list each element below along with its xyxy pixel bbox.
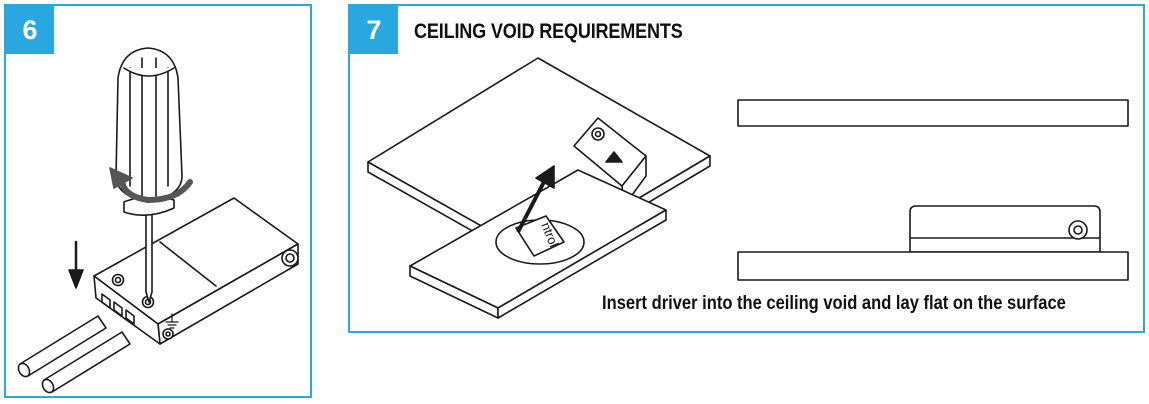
step-6-panel: 6 bbox=[4, 4, 312, 398]
step-7-title: CEILING VOID REQUIREMENTS bbox=[414, 20, 683, 43]
driver-side-view bbox=[909, 205, 1101, 253]
step-7-illustration: ntrol bbox=[367, 57, 1129, 319]
step-7-caption: Insert driver into the ceiling void and … bbox=[602, 293, 1066, 314]
down-arrow-icon bbox=[68, 240, 84, 289]
earth-symbol-icon bbox=[165, 313, 179, 329]
ceiling-side-bottom bbox=[737, 251, 1129, 281]
cable-2 bbox=[41, 331, 131, 394]
step-7-panel: 7 CEILING VOID REQUIREMENTS bbox=[348, 4, 1145, 333]
rotation-arrow-icon bbox=[109, 167, 193, 203]
step-7-badge: 7 bbox=[350, 6, 398, 54]
cable-1 bbox=[17, 315, 107, 378]
ceiling-side-top bbox=[737, 99, 1129, 127]
step-6-illustration bbox=[17, 47, 299, 394]
driver-box-icon bbox=[93, 197, 299, 345]
step-6-badge: 6 bbox=[6, 6, 54, 54]
insert-arrow-icon bbox=[516, 165, 555, 233]
